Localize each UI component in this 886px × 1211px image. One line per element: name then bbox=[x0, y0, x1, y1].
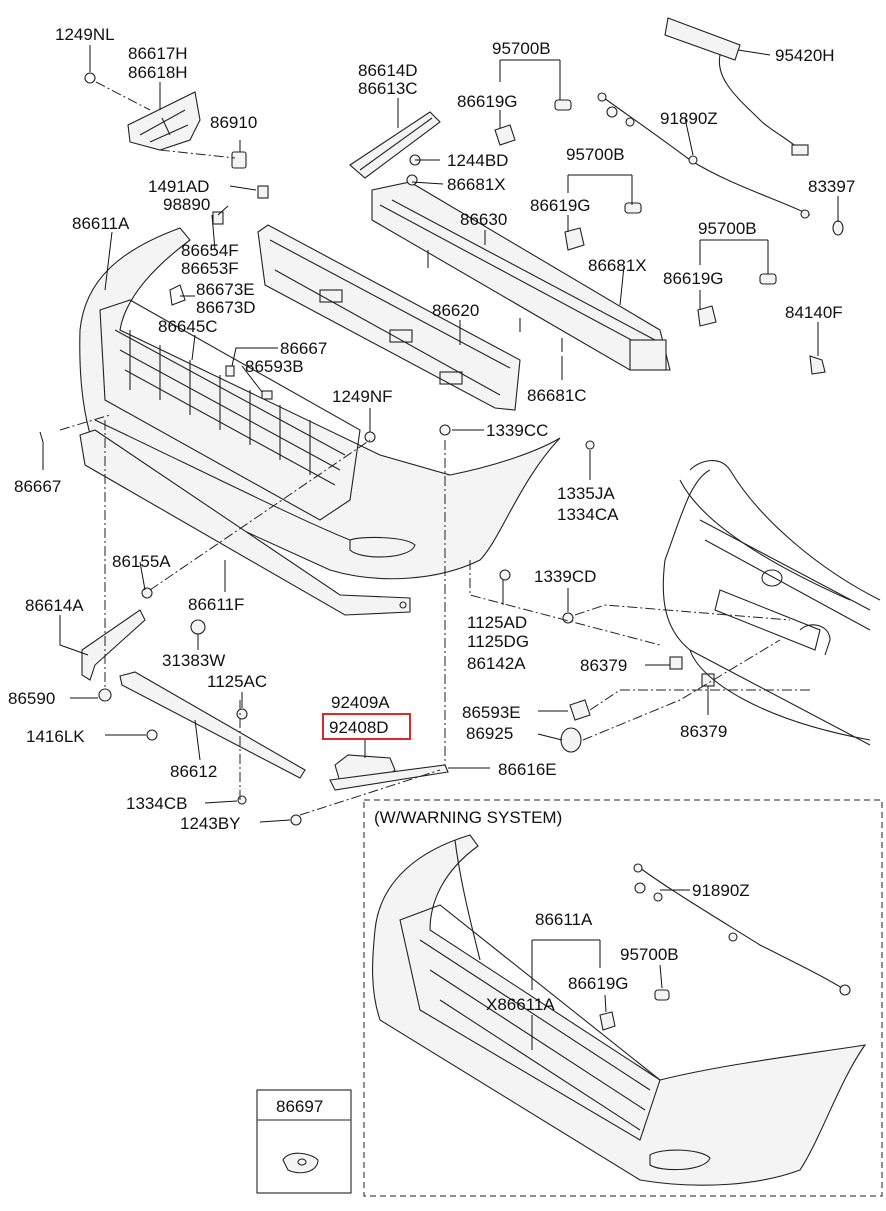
label-86667-a: 86667 bbox=[280, 339, 327, 358]
label-86653f: 86653F bbox=[181, 259, 239, 278]
label-1334ca: 1334CA bbox=[557, 505, 619, 524]
label-84140f: 84140F bbox=[785, 303, 843, 322]
label-86614d: 86614D bbox=[358, 61, 418, 80]
skid-86616e bbox=[329, 764, 449, 791]
label-86681c: 86681C bbox=[527, 386, 587, 405]
label-92409a: 92409A bbox=[331, 693, 390, 712]
vehicle-body bbox=[662, 460, 881, 746]
label-91890z-a: 91890Z bbox=[660, 109, 718, 128]
clip-86910 bbox=[159, 149, 247, 169]
label-86379-b: 86379 bbox=[680, 722, 727, 741]
label-86617h: 86617H bbox=[128, 44, 188, 63]
label-95700b-c: 95700B bbox=[698, 219, 757, 238]
label-86619g-a: 86619G bbox=[457, 92, 518, 111]
label-92408d: 92408D bbox=[329, 718, 389, 737]
label-86379-a: 86379 bbox=[580, 656, 627, 675]
label-1339cc: 1339CC bbox=[486, 421, 548, 440]
leader-lines bbox=[39, 45, 839, 1050]
label-86620: 86620 bbox=[432, 301, 479, 320]
inset-label-91890z: 91890Z bbox=[692, 881, 750, 900]
label-1125dg: 1125DG bbox=[467, 632, 529, 651]
label-86618h: 86618H bbox=[128, 63, 188, 82]
inset-title: (W/WARNING SYSTEM) bbox=[374, 808, 562, 827]
label-1334cb: 1334CB bbox=[126, 794, 187, 813]
legend-label-86697: 86697 bbox=[276, 1097, 323, 1116]
legend-box bbox=[256, 1089, 352, 1194]
label-86593e: 86593E bbox=[462, 703, 521, 722]
rail-86612 bbox=[119, 671, 306, 779]
beam-86630 bbox=[371, 181, 671, 371]
label-95420h: 95420H bbox=[775, 46, 835, 65]
label-86614a: 86614A bbox=[25, 596, 84, 615]
inset-box bbox=[363, 799, 883, 1197]
label-1491ad: 1491AD bbox=[148, 177, 209, 196]
label-1416lk: 1416LK bbox=[26, 727, 85, 746]
bracket-86617h bbox=[84, 72, 201, 151]
assembly-lines bbox=[59, 414, 810, 816]
label-31383w: 31383W bbox=[162, 651, 225, 670]
label-95700b-a: 95700B bbox=[492, 39, 551, 58]
label-86142a: 86142A bbox=[467, 654, 526, 673]
label-86616e: 86616E bbox=[498, 760, 557, 779]
fasteners bbox=[98, 154, 844, 826]
label-1335ja: 1335JA bbox=[557, 484, 615, 503]
label-98890: 98890 bbox=[163, 195, 210, 214]
label-1244bd: 1244BD bbox=[447, 151, 508, 170]
label-86612: 86612 bbox=[170, 762, 217, 781]
label-1249nl: 1249NL bbox=[55, 25, 115, 44]
label-86630: 86630 bbox=[460, 210, 507, 229]
inset-labels: (W/WARNING SYSTEM) 91890Z 86611A 95700B … bbox=[374, 808, 750, 1014]
label-86611a: 86611A bbox=[72, 214, 130, 233]
absorber-86614d bbox=[349, 111, 441, 179]
label-86910: 86910 bbox=[210, 113, 257, 132]
label-1339cd: 1339CD bbox=[534, 567, 596, 586]
label-86673d: 86673D bbox=[196, 298, 256, 317]
label-86925: 86925 bbox=[466, 724, 513, 743]
highlight-box bbox=[322, 713, 411, 740]
callout-labels: 1249NL 86617H 86618H 86614D 86613C 95700… bbox=[8, 25, 855, 833]
label-86613c: 86613C bbox=[358, 79, 418, 98]
inset-label-86611a: 86611A bbox=[535, 910, 593, 929]
label-86645c: 86645C bbox=[158, 317, 218, 336]
label-86654f: 86654F bbox=[181, 241, 239, 260]
fastener-1491ad bbox=[169, 185, 273, 400]
inset-label-x86611a: X86611A bbox=[486, 995, 555, 1014]
label-86155a: 86155A bbox=[112, 552, 171, 571]
label-86619g-c: 86619G bbox=[663, 269, 724, 288]
label-1243by: 1243BY bbox=[180, 814, 241, 833]
label-86590: 86590 bbox=[8, 689, 55, 708]
label-83397: 83397 bbox=[808, 177, 855, 196]
bracket-86614a bbox=[81, 609, 146, 681]
label-86681x-a: 86681X bbox=[447, 175, 506, 194]
label-86681x-b: 86681X bbox=[588, 256, 647, 275]
inset-label-86619g: 86619G bbox=[568, 974, 629, 993]
label-86593b: 86593B bbox=[245, 357, 304, 376]
label-86619g-b: 86619G bbox=[530, 196, 591, 215]
label-1249nf: 1249NF bbox=[332, 387, 392, 406]
absorber-86620 bbox=[257, 224, 521, 411]
inset-label-95700b: 95700B bbox=[620, 945, 679, 964]
label-86673e: 86673E bbox=[196, 280, 255, 299]
label-1125ad: 1125AD bbox=[467, 613, 527, 632]
label-86667-b: 86667 bbox=[14, 477, 61, 496]
label-86611f: 86611F bbox=[188, 595, 244, 614]
label-1125ac: 1125AC bbox=[207, 672, 267, 691]
label-95700b-b: 95700B bbox=[566, 145, 625, 164]
inset-bumper bbox=[372, 834, 867, 1186]
lower-cover-86611f bbox=[79, 429, 411, 616]
sensors bbox=[494, 17, 811, 327]
